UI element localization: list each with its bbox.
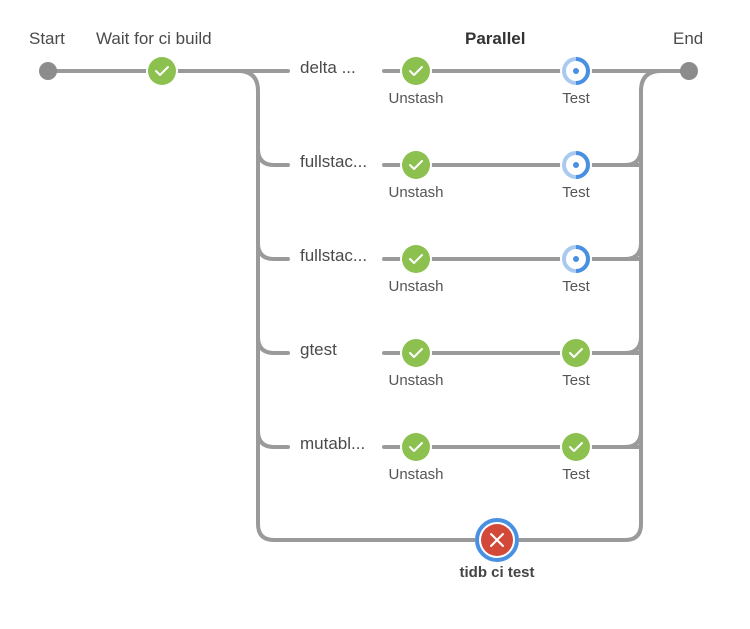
failed-stage-label[interactable]: tidb ci test — [459, 564, 535, 581]
stage-label[interactable]: Test — [562, 466, 590, 483]
start-node — [39, 62, 57, 80]
failed-stage-node[interactable] — [475, 518, 519, 562]
running-spinner-icon — [575, 245, 590, 273]
unstash-stage-node[interactable] — [400, 243, 432, 275]
check-icon — [155, 66, 169, 76]
unstash-stage-node[interactable] — [400, 337, 432, 369]
branch-split — [256, 241, 290, 261]
check-icon — [409, 66, 423, 76]
unstash-stage-node[interactable] — [400, 431, 432, 463]
branch-join — [609, 241, 643, 261]
check-icon — [569, 348, 583, 358]
test-stage-node[interactable] — [560, 337, 592, 369]
branch-join — [609, 335, 643, 355]
parallel-label: Parallel — [465, 29, 526, 48]
check-icon — [409, 348, 423, 358]
stage-label[interactable]: Unstash — [388, 466, 444, 483]
branch-split — [256, 429, 290, 449]
unstash-stage-node[interactable] — [400, 149, 432, 181]
success-circle — [402, 245, 430, 273]
stage-label[interactable]: Unstash — [388, 90, 444, 107]
test-stage-node[interactable] — [560, 431, 592, 463]
check-icon — [409, 160, 423, 170]
test-stage-node[interactable] — [560, 55, 592, 87]
unstash-stage-node[interactable] — [400, 55, 432, 87]
stage-label[interactable]: Test — [562, 90, 590, 107]
test-stage-node[interactable] — [560, 243, 592, 275]
left-rail — [236, 69, 499, 542]
start-label: Start — [29, 29, 65, 48]
check-icon — [569, 442, 583, 452]
x-icon — [490, 533, 504, 547]
check-icon — [409, 442, 423, 452]
stage-label[interactable]: Unstash — [388, 372, 444, 389]
branch-join — [609, 429, 643, 449]
stage-label[interactable]: Test — [562, 184, 590, 201]
stage-label[interactable]: Test — [562, 278, 590, 295]
running-dot — [573, 256, 579, 262]
branch-join — [609, 147, 643, 167]
success-circle — [402, 339, 430, 367]
branch-label[interactable]: gtest — [296, 340, 341, 360]
success-circle — [402, 433, 430, 461]
check-icon — [409, 254, 423, 264]
success-circle — [148, 57, 176, 85]
branch-label[interactable]: delta ... — [296, 58, 360, 78]
stage-label[interactable]: Unstash — [388, 278, 444, 295]
end-label: End — [673, 29, 704, 48]
success-circle — [402, 57, 430, 85]
branch-split — [256, 335, 290, 355]
branch-label[interactable]: fullstac... — [296, 152, 372, 172]
running-dot — [573, 162, 579, 168]
running-dot — [573, 68, 579, 74]
right-rail — [495, 69, 663, 542]
wait-stage-label[interactable]: Wait for ci build — [96, 29, 212, 48]
branch-label[interactable]: mutabl... — [296, 434, 370, 454]
failed-ring — [475, 518, 519, 562]
test-stage-node[interactable] — [560, 149, 592, 181]
success-circle — [402, 151, 430, 179]
branch-label[interactable]: fullstac... — [296, 246, 372, 266]
end-node — [680, 62, 698, 80]
success-circle — [562, 433, 590, 461]
stage-label[interactable]: Test — [562, 372, 590, 389]
running-spinner-icon — [575, 151, 590, 179]
running-spinner-icon — [575, 57, 590, 85]
stage-label[interactable]: Unstash — [388, 184, 444, 201]
success-circle — [562, 339, 590, 367]
wait-stage-node[interactable] — [146, 55, 178, 87]
branch-split — [256, 147, 290, 167]
